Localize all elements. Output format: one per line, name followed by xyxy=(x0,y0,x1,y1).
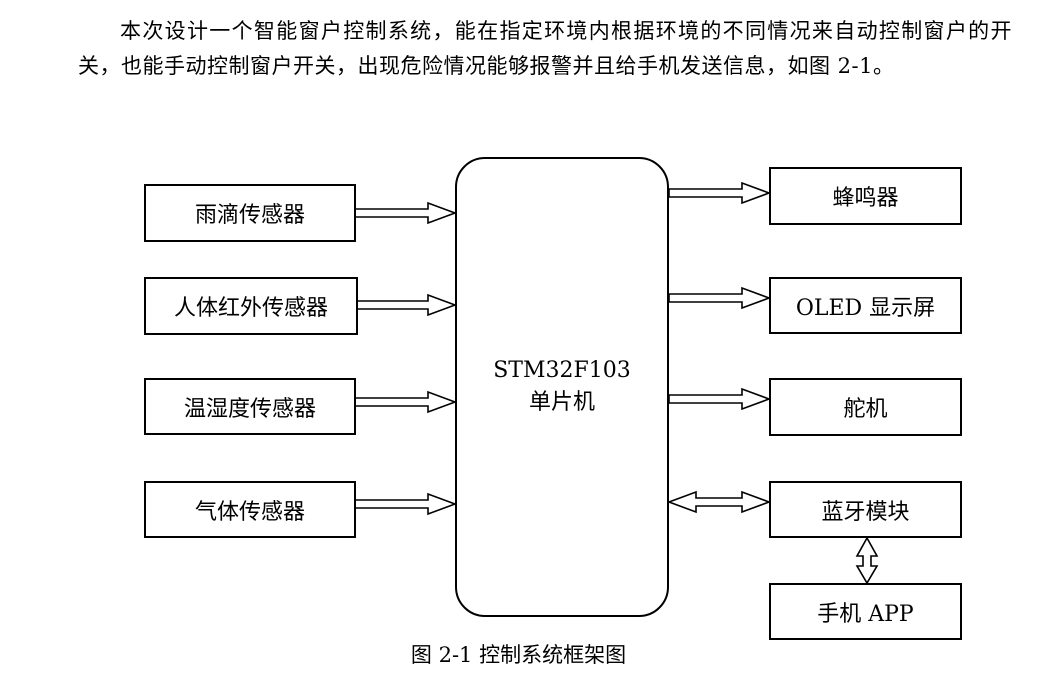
arrow-servo xyxy=(668,387,772,411)
bluetooth-module-box: 蓝牙模块 xyxy=(769,481,962,538)
mcu-block: STM32F103 单片机 xyxy=(455,157,669,617)
rain-sensor-label: 雨滴传感器 xyxy=(194,203,305,228)
temp-humidity-sensor-box: 温湿度传感器 xyxy=(144,378,356,435)
arrow-temp-humidity-sensor xyxy=(354,390,458,414)
pir-sensor-box: 人体红外传感器 xyxy=(144,277,358,335)
servo-box: 舵机 xyxy=(769,378,962,436)
arrow-bluetooth-bidirectional xyxy=(666,490,772,514)
buzzer-box: 蜂鸣器 xyxy=(769,167,962,225)
arrow-bluetooth-app-bidirectional xyxy=(855,536,879,585)
arrow-gas-sensor xyxy=(354,492,458,516)
figure-caption: 图 2-1 控制系统框架图 xyxy=(410,643,627,667)
arrow-rain-sensor xyxy=(354,201,458,225)
gas-sensor-label: 气体传感器 xyxy=(194,499,305,525)
buzzer-label: 蜂鸣器 xyxy=(832,186,899,211)
servo-label: 舵机 xyxy=(843,397,888,422)
rain-sensor-box: 雨滴传感器 xyxy=(144,184,356,242)
oled-display-box: OLED 显示屏 xyxy=(769,277,962,334)
mcu-model-label: STM32F103 xyxy=(493,358,631,383)
phone-app-label: 手机 APP xyxy=(817,601,914,627)
arrow-pir-sensor xyxy=(356,293,458,317)
arrow-oled xyxy=(668,286,772,310)
temp-humidity-sensor-label: 温湿度传感器 xyxy=(183,396,316,422)
bluetooth-module-label: 蓝牙模块 xyxy=(821,499,910,525)
oled-display-label: OLED 显示屏 xyxy=(795,295,936,321)
arrow-buzzer xyxy=(668,181,772,205)
phone-app-box: 手机 APP xyxy=(769,583,962,640)
gas-sensor-box: 气体传感器 xyxy=(144,481,356,538)
mcu-type-label: 单片机 xyxy=(528,390,595,415)
pir-sensor-label: 人体红外传感器 xyxy=(173,296,328,321)
intro-paragraph: 本次设计一个智能窗户控制系统，能在指定环境内根据环境的不同情况来自动控制窗户的开… xyxy=(78,19,1012,78)
